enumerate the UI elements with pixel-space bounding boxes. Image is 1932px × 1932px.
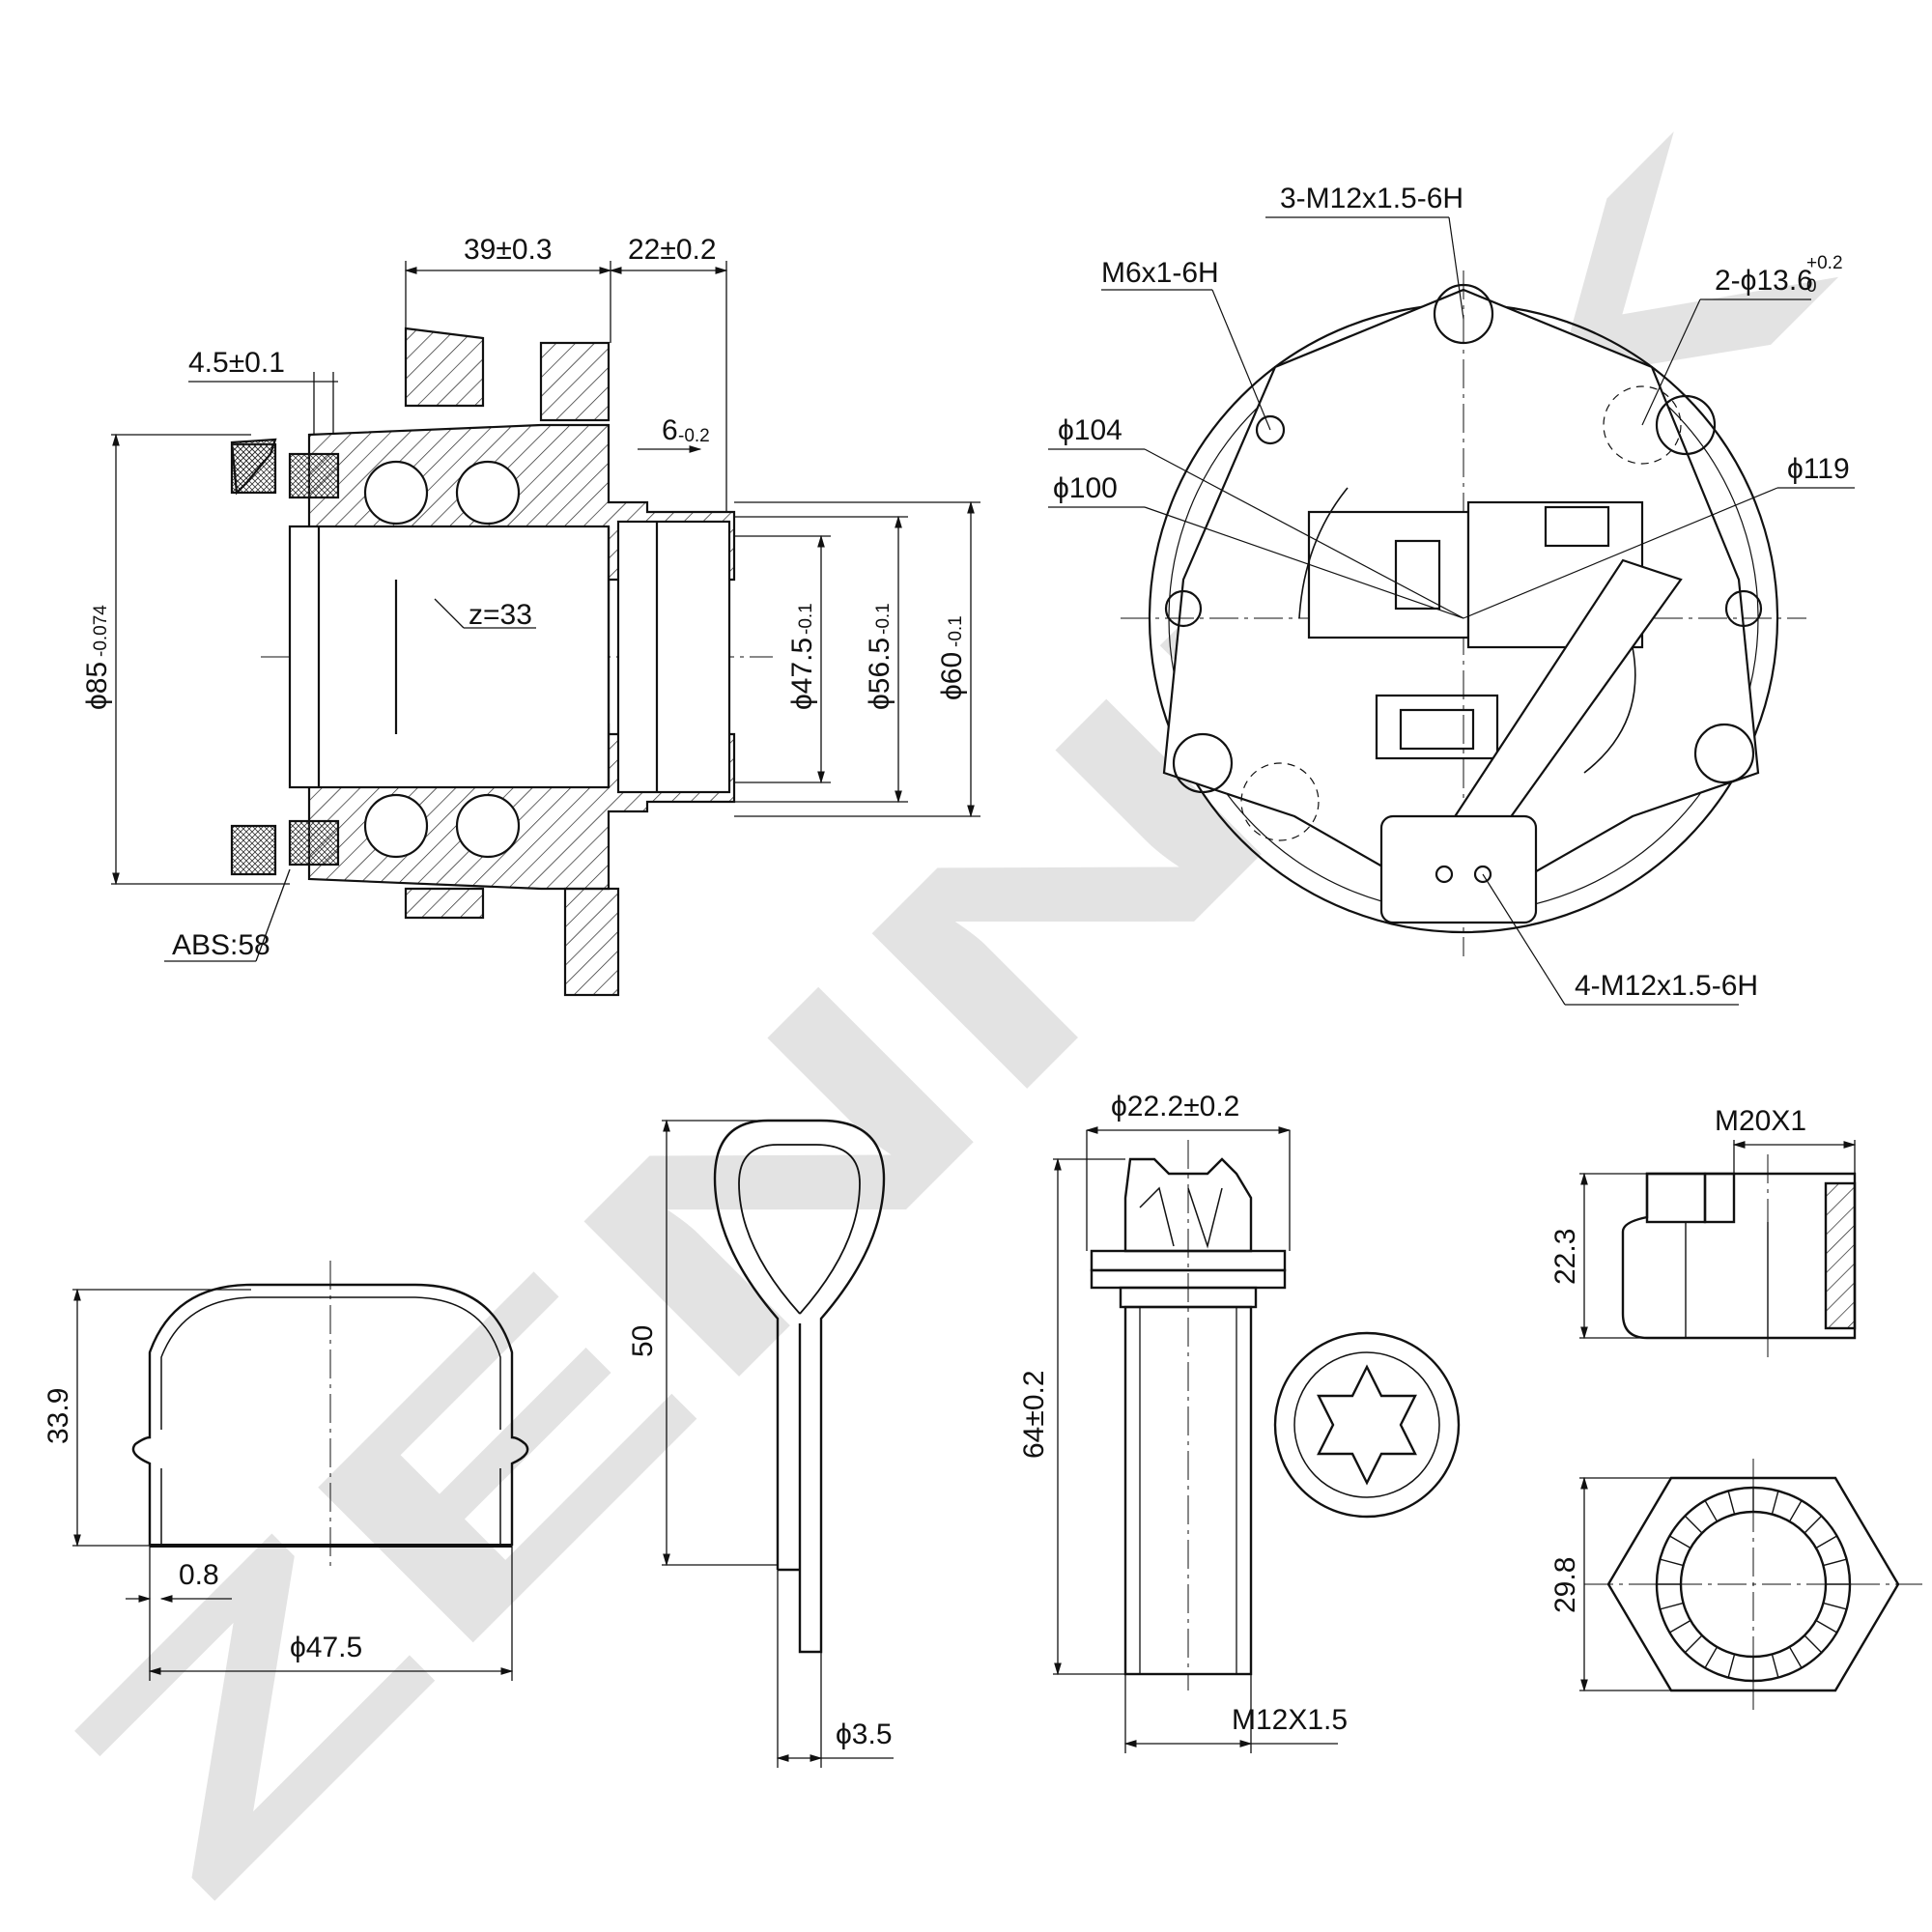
dia-47-5-tol: -0.1 xyxy=(796,603,816,635)
holes-2-tol-bot: 0 xyxy=(1806,276,1817,297)
dim-22: 22±0.2 xyxy=(628,234,717,266)
nut-slot-line xyxy=(1771,1491,1779,1515)
dust-cap-view xyxy=(131,1261,529,1570)
nut-thread: M20X1 xyxy=(1715,1105,1806,1137)
holes-2-tol-top: +0.2 xyxy=(1806,253,1843,273)
dia-56-5-tol: -0.1 xyxy=(873,603,894,635)
hub-dimension-labels: 39±0.3 22±0.2 4.5±0.1 6 -0.2 z=33 ABS:58… xyxy=(81,234,968,961)
cotter-pin-dimensions xyxy=(662,1119,894,1768)
nut-slot-line xyxy=(1660,1558,1684,1567)
dia-119-label: ϕ119 xyxy=(1787,453,1850,485)
dia-104-label: ϕ104 xyxy=(1058,414,1122,446)
nut-slot-line xyxy=(1804,1634,1823,1654)
thread-m6-label: M6x1-6H xyxy=(1101,257,1219,289)
hub-section-view xyxy=(230,327,773,997)
nut-height: 22.3 xyxy=(1549,1229,1581,1285)
dia-100-label: ϕ100 xyxy=(1053,472,1118,504)
nut-slot-line xyxy=(1669,1619,1691,1634)
dust-cap-labels: 33.9 0.8 ϕ47.5 xyxy=(43,1388,362,1663)
dim-39: 39±0.3 xyxy=(464,234,553,266)
holes-2-label: 2-ϕ13.6 xyxy=(1715,265,1813,297)
cotter-pin-labels: 50 ϕ3.5 xyxy=(627,1325,893,1750)
pin-length: 50 xyxy=(627,1325,659,1357)
nut-slot-line xyxy=(1669,1535,1691,1549)
nut-slot-line xyxy=(1804,1515,1823,1534)
cap-diameter: ϕ47.5 xyxy=(290,1632,362,1663)
teeth-count: z=33 xyxy=(469,599,532,631)
thread-3-label: 3-M12x1.5-6H xyxy=(1280,183,1463,214)
nut-dimensions xyxy=(1579,1140,1857,1692)
nut-slot-line xyxy=(1727,1654,1736,1678)
pin-diameter: ϕ3.5 xyxy=(836,1719,893,1750)
dia-85: ϕ85 xyxy=(81,662,113,710)
thread-4-label: 4-M12x1.5-6H xyxy=(1575,970,1758,1002)
dia-56-5: ϕ56.5 xyxy=(864,638,895,710)
nut-slot-line xyxy=(1823,1602,1847,1610)
nut-slot-line xyxy=(1815,1535,1837,1549)
flange-front-view xyxy=(1121,270,1806,956)
nut-slot-line xyxy=(1727,1491,1736,1515)
nut-slot-line xyxy=(1704,1500,1719,1522)
hub-dimensions xyxy=(111,261,980,962)
nut-slot-line xyxy=(1788,1500,1803,1522)
cap-thickness: 0.8 xyxy=(179,1559,219,1591)
dia-60-tol: -0.1 xyxy=(946,615,966,647)
nut-slot-line xyxy=(1704,1646,1719,1668)
dia-47-5: ϕ47.5 xyxy=(786,638,818,710)
nut-labels: M20X1 22.3 29.8 xyxy=(1549,1105,1806,1613)
flange-labels: 3-M12x1.5-6H M6x1-6H 2-ϕ13.6 +0.2 0 ϕ104… xyxy=(1053,183,1850,1002)
nut-slot-line xyxy=(1823,1558,1847,1567)
bolt-view xyxy=(1090,1140,1461,1690)
nut-view xyxy=(1584,1154,1922,1715)
cotter-pin-view xyxy=(713,1119,886,1654)
bolt-dimensions xyxy=(1053,1126,1338,1753)
dust-cap-dimensions xyxy=(72,1288,514,1681)
dim-6: 6 xyxy=(662,414,678,446)
bolt-thread: M12X1.5 xyxy=(1232,1704,1348,1736)
nut-width: 29.8 xyxy=(1549,1557,1581,1613)
dia-60: ϕ60 xyxy=(936,652,968,700)
bolt-head-dia: ϕ22.2±0.2 xyxy=(1111,1091,1239,1122)
bolt-length: 64±0.2 xyxy=(1018,1370,1050,1459)
nut-slot-line xyxy=(1771,1654,1779,1678)
nut-slot-line xyxy=(1684,1515,1703,1534)
flange-leaders xyxy=(1048,216,1855,1006)
abs-label: ABS:58 xyxy=(172,929,270,961)
nut-slot-line xyxy=(1788,1646,1803,1668)
nut-slot-line xyxy=(1684,1634,1703,1654)
dim-4-5: 4.5±0.1 xyxy=(188,347,285,379)
nut-slot-line xyxy=(1660,1602,1684,1610)
dia-85-tol: -0.074 xyxy=(91,605,111,657)
cap-height: 33.9 xyxy=(43,1388,74,1444)
dim-6-tol: -0.2 xyxy=(678,426,710,446)
nut-slot-line xyxy=(1815,1619,1837,1634)
bolt-labels: ϕ22.2±0.2 64±0.2 M12X1.5 xyxy=(1018,1091,1348,1736)
